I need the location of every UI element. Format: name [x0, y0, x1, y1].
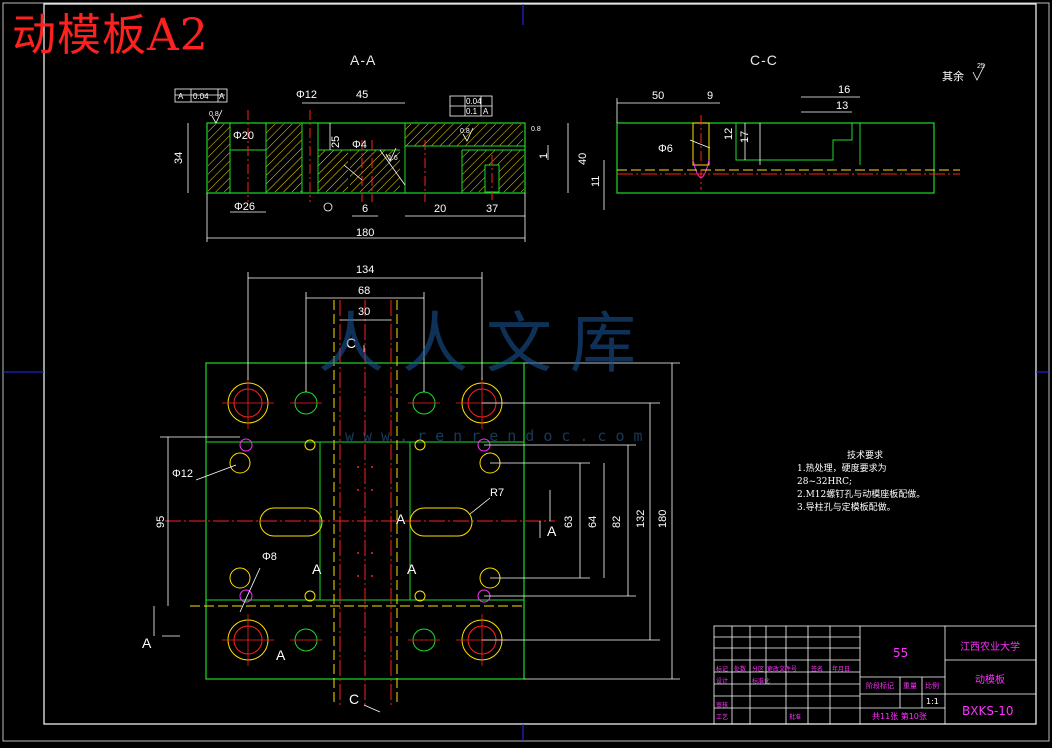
svg-text:0.8: 0.8: [460, 128, 470, 135]
dim-plan-30: 30: [358, 306, 370, 318]
title-block-code: 55: [893, 646, 909, 660]
tb-header: 处数: [734, 666, 747, 673]
dim-plan-r7: R7: [490, 487, 504, 499]
title-block: [713, 625, 1037, 725]
inner-frame: [43, 3, 1037, 725]
surface-note: 其余: [942, 70, 964, 83]
title-block-part-name: 动模板: [975, 675, 1005, 686]
dim-cc-d6: Φ6: [658, 143, 673, 155]
svg-text:0.04: 0.04: [466, 97, 482, 106]
drawing-title: 动模板A2: [12, 10, 209, 61]
watermark-logo: 人人文库: [318, 305, 654, 382]
dim-aa-d4: Φ4: [352, 139, 367, 151]
dim-plan-d8: Φ8: [262, 551, 277, 563]
svg-text:A: A: [276, 647, 286, 663]
tech-requirements: 技术要求 1.热处理，硬度要求为 28~32HRC; 2.M12螺钉孔与动模座板…: [797, 450, 925, 515]
tb-header: 年月日: [832, 666, 851, 673]
svg-text:1.6: 1.6: [388, 155, 398, 162]
dim-cc-9: 9: [707, 90, 713, 102]
svg-text:A: A: [178, 92, 184, 101]
section-cc-view: 50 9 16 13 Φ6 12 17 11 25: [590, 63, 986, 210]
dim-aa-34: 34: [173, 152, 185, 164]
dim-aa-45: 45: [356, 89, 368, 101]
dim-plan-95: 95: [155, 516, 167, 528]
tb-header: 标记: [716, 666, 729, 673]
svg-text:A: A: [547, 523, 557, 539]
title-block-scale: 1:1: [926, 697, 939, 706]
tb-header: 签名: [811, 666, 824, 673]
tech-line: 28~32HRC;: [797, 477, 852, 487]
title-block-sheet: 共11张 第10张: [872, 712, 927, 721]
svg-text:A: A: [219, 92, 225, 101]
svg-text:0.04: 0.04: [193, 92, 209, 101]
tb-row-label: 设计: [716, 678, 729, 685]
svg-text:A: A: [142, 635, 152, 651]
dim-aa-d26: Φ26: [234, 201, 255, 213]
dim-plan-d12: Φ12: [172, 468, 193, 480]
tb-row-label: 批准: [789, 714, 802, 721]
dim-aa-40: 40: [577, 153, 589, 165]
tech-heading: 技术要求: [847, 451, 884, 461]
dim-cc-13: 13: [836, 100, 848, 112]
svg-text:A: A: [407, 561, 417, 577]
dim-cc-11: 11: [590, 176, 602, 187]
section-aa-view: A 0.04 A 0.04 0.1 A Φ12 45 Φ20 34 25 Φ4 …: [173, 88, 589, 242]
plan-view: 134 68 30 Φ12 95 R7 Φ8 63 64 82 132 180 …: [142, 264, 680, 713]
dim-cc-17: 17: [739, 131, 751, 143]
svg-text:A: A: [396, 511, 406, 527]
svg-text:0.1: 0.1: [466, 107, 478, 116]
dim-plan-63: 63: [563, 516, 575, 528]
tb-header: 更改文件号: [767, 666, 798, 673]
tb-row-label: 工艺: [716, 714, 729, 721]
dim-aa-d20: Φ20: [233, 130, 254, 142]
svg-text:C: C: [349, 691, 359, 707]
tech-line: 2.M12螺钉孔与动模座板配做。: [797, 490, 926, 500]
dim-aa-d12: Φ12: [296, 89, 317, 101]
dim-cc-12: 12: [723, 128, 735, 140]
svg-text:C: C: [346, 335, 356, 351]
dim-cc-16: 16: [838, 84, 850, 96]
title-block-drawing-no: BXKS-10: [962, 704, 1014, 718]
title-block-weight: 重量: [903, 682, 917, 690]
tb-header: 分区: [752, 666, 765, 673]
dim-plan-134: 134: [356, 264, 374, 276]
title-block-ratio: 比例: [925, 682, 939, 690]
dim-aa-6: 6: [362, 203, 368, 215]
tb-row-label: 标准化: [752, 678, 771, 685]
dim-plan-68: 68: [358, 285, 370, 297]
dim-plan-64: 64: [587, 516, 599, 528]
section-aa-label: A-A: [350, 52, 377, 68]
title-block-stage: 阶段标记: [866, 682, 894, 690]
dim-plan-180: 180: [657, 510, 669, 528]
svg-text:25: 25: [977, 63, 985, 70]
dim-aa-180: 180: [356, 227, 374, 239]
title-block-school: 江西农业大学: [960, 642, 1020, 653]
dim-aa-20: 20: [434, 203, 446, 215]
dim-plan-132: 132: [635, 510, 647, 528]
dim-aa-1: 1: [538, 153, 550, 159]
tech-line: 3.导柱孔与定模板配做。: [797, 503, 896, 513]
dim-cc-50: 50: [652, 90, 664, 102]
dim-aa-25: 25: [330, 136, 342, 148]
tb-row-label: 审核: [716, 702, 729, 709]
dim-aa-37: 37: [486, 203, 498, 215]
dim-plan-82: 82: [611, 516, 623, 528]
section-cc-label: C-C: [750, 52, 778, 68]
svg-text:A: A: [312, 561, 322, 577]
watermark-url: www.renrendoc.com: [345, 427, 652, 445]
svg-text:A: A: [483, 107, 489, 116]
svg-text:0.8: 0.8: [209, 111, 219, 118]
tech-line: 1.热处理，硬度要求为: [797, 464, 887, 474]
svg-text:0.8: 0.8: [531, 126, 541, 133]
